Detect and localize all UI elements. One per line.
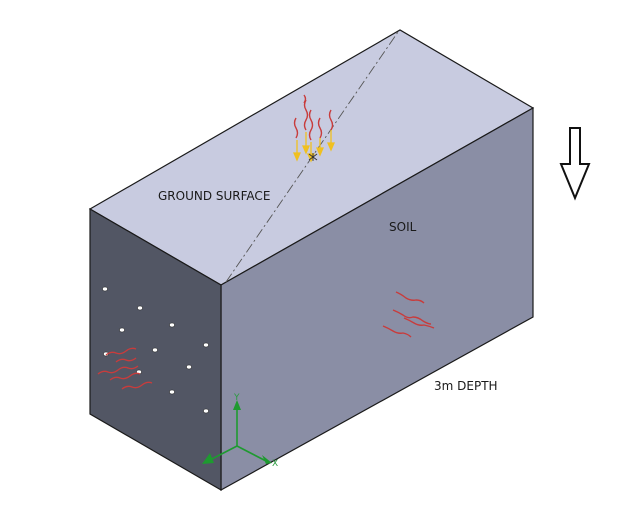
side-holes [102,286,209,414]
load-direction-arrow-icon [559,127,591,201]
depth-label: 3m DEPTH [434,379,498,393]
front-load-arrows [382,291,435,338]
top-load-arrows [293,94,334,141]
coordinate-triad-icon: Y X [202,393,278,469]
triad-y-label: Y [233,393,240,403]
load-origin-marker [308,153,318,161]
top-load-tips [293,130,335,163]
side-load-arrows [97,347,153,390]
soil-label: SOIL [389,220,417,234]
ground-surface-label: GROUND SURFACE [158,189,270,203]
triad-x-label: X [272,459,278,469]
